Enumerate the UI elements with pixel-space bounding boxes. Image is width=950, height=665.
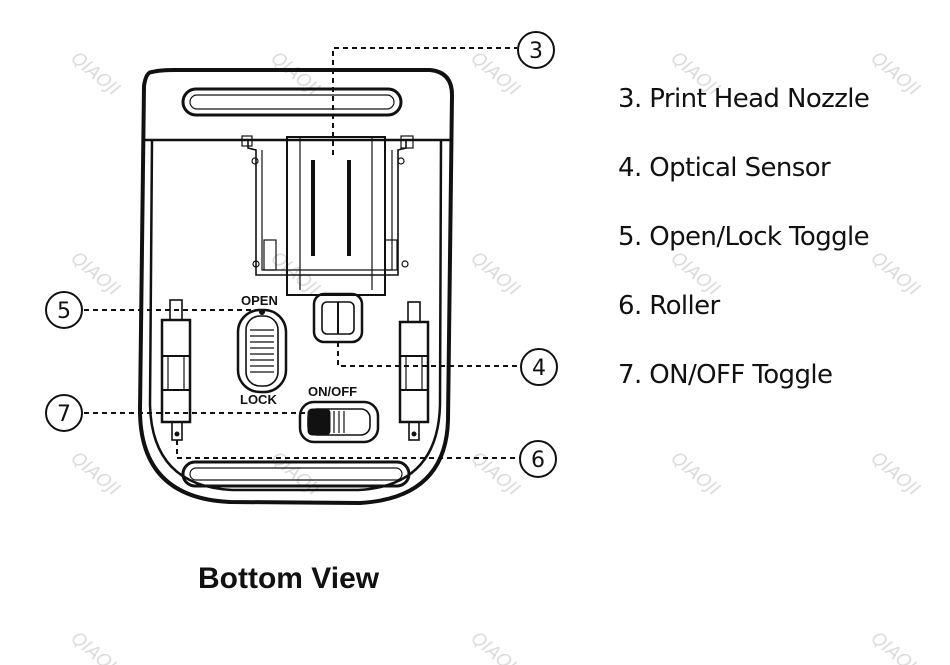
- svg-text:QIAOJI: QIAOJI: [267, 448, 324, 500]
- callout-3: 3: [517, 31, 555, 69]
- open-label: OPEN: [241, 293, 278, 308]
- svg-text:QIAOJI: QIAOJI: [67, 448, 124, 500]
- bottom-slot: [181, 460, 411, 488]
- leader-4: [337, 342, 520, 367]
- printer-outer-shell: [138, 68, 454, 505]
- svg-text:6: 6: [531, 448, 545, 473]
- left-roller: [160, 299, 192, 441]
- callout-4: 4: [520, 348, 558, 386]
- svg-text:QIAOJI: QIAOJI: [467, 628, 524, 665]
- svg-text:QIAOJI: QIAOJI: [267, 48, 324, 100]
- svg-text:4: 4: [532, 356, 546, 381]
- callout-6: 6: [519, 440, 557, 478]
- svg-text:5: 5: [57, 299, 71, 324]
- svg-text:QIAOJI: QIAOJI: [867, 448, 924, 500]
- svg-text:QIAOJI: QIAOJI: [467, 248, 524, 300]
- legend-item-open-lock-toggle: 5. Open/Lock Toggle: [618, 222, 870, 252]
- svg-text:7: 7: [57, 402, 71, 427]
- svg-text:QIAOJI: QIAOJI: [467, 48, 524, 100]
- print-head-assembly: [241, 135, 414, 296]
- svg-text:QIAOJI: QIAOJI: [67, 628, 124, 665]
- callouts: 3 5 4 7 6: [45, 31, 558, 478]
- legend-item-print-head-nozzle: 3. Print Head Nozzle: [618, 84, 870, 114]
- printer-body: [138, 68, 454, 505]
- lock-label: LOCK: [240, 392, 277, 407]
- legend-item-optical-sensor: 4. Optical Sensor: [618, 153, 831, 183]
- open-lock-toggle: [236, 308, 288, 394]
- svg-text:QIAOJI: QIAOJI: [467, 448, 524, 500]
- callout-7: 7: [45, 394, 83, 432]
- on-off-label: ON/OFF: [308, 384, 357, 399]
- svg-text:QIAOJI: QIAOJI: [867, 628, 924, 665]
- leader-3: [332, 47, 517, 155]
- svg-text:QIAOJI: QIAOJI: [67, 48, 124, 100]
- svg-text:QIAOJI: QIAOJI: [67, 248, 124, 300]
- optical-sensor: [312, 292, 364, 344]
- leader-lines: [84, 47, 520, 459]
- legend-item-roller: 6. Roller: [618, 291, 720, 321]
- diagram-caption: Bottom View: [198, 562, 380, 595]
- right-roller: [398, 301, 430, 441]
- svg-text:QIAOJI: QIAOJI: [667, 448, 724, 500]
- leader-6: [176, 440, 520, 459]
- printer-inner-panel: [148, 139, 443, 492]
- callout-5: 5: [45, 291, 83, 329]
- legend-item-on-off-toggle: 7. ON/OFF Toggle: [618, 360, 833, 390]
- svg-text:QIAOJI: QIAOJI: [867, 248, 924, 300]
- top-slot: [181, 87, 403, 117]
- svg-text:QIAOJI: QIAOJI: [867, 48, 924, 100]
- svg-text:3: 3: [529, 39, 543, 64]
- on-off-toggle: [298, 400, 380, 444]
